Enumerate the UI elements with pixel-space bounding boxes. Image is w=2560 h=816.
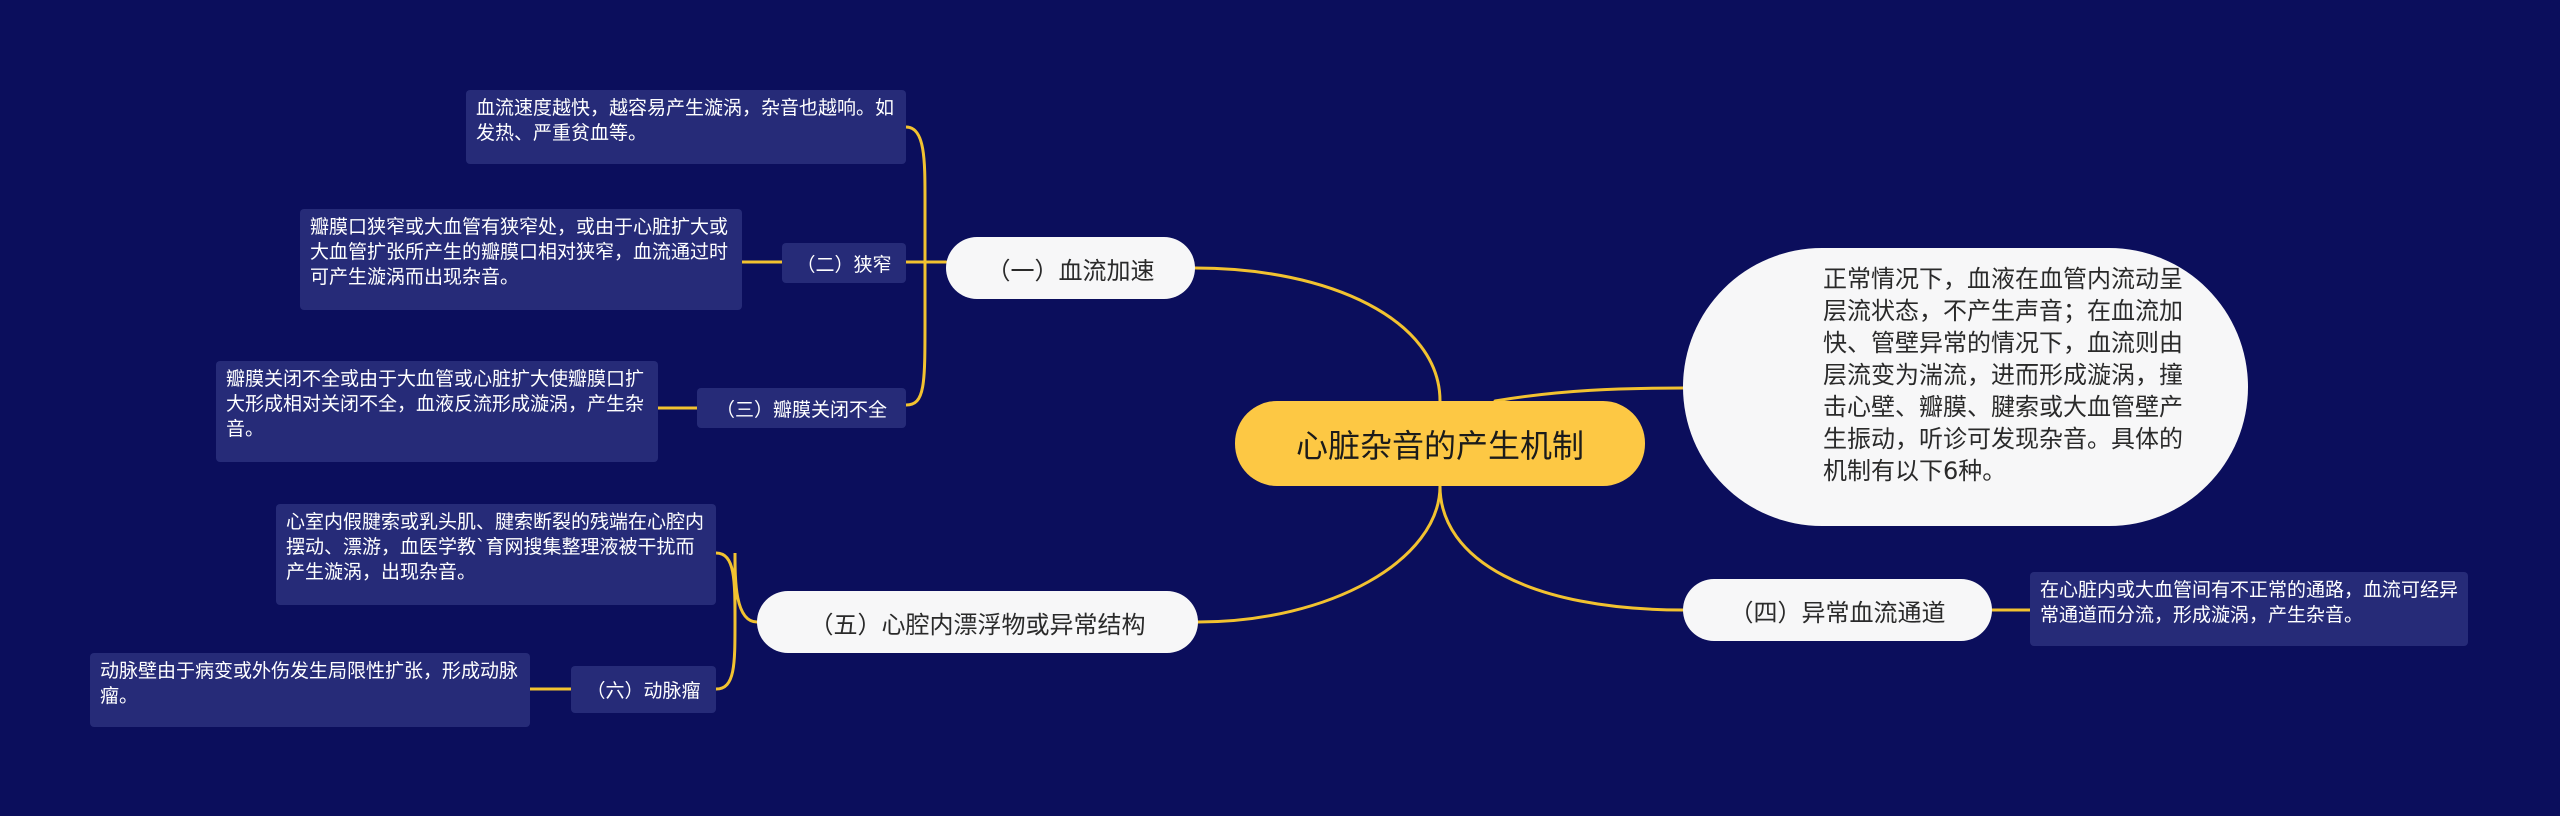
desc-abnormal-flow-channel[interactable]: 在心脏内或大血管间有不正常的通路，血流可经异常通道而分流，形成漩涡，产生杂音。: [2030, 572, 2468, 646]
branch-floating-structures[interactable]: （五）心腔内漂浮物或异常结构: [757, 591, 1198, 653]
branch-valve-insufficiency[interactable]: （三）瓣膜关闭不全: [697, 388, 906, 428]
branch-blood-flow-acceleration[interactable]: （一）血流加速: [946, 237, 1195, 299]
link-root-b1: [1193, 266, 1442, 403]
link-root-intro: [1493, 386, 1685, 403]
desc-floating-structures[interactable]: 心室内假腱索或乳头肌、腱索断裂的残端在心腔内摆动、漂游，血医学教`育网搜集整理液…: [276, 504, 716, 605]
branch-stenosis[interactable]: （二）狭窄: [782, 243, 906, 283]
link-root-b4: [1438, 484, 1685, 612]
link-b5-bracket: [733, 552, 759, 624]
desc-stenosis[interactable]: 瓣膜口狭窄或大血管有狭窄处，或由于心脏扩大或大血管扩张所产生的瓣膜口相对狭窄，血…: [300, 209, 742, 310]
intro-node[interactable]: 正常情况下，血液在血管内流动呈层流状态，不产生声音；在血流加快、管壁异常的情况下…: [1683, 248, 2248, 526]
link-root-b5: [1196, 484, 1442, 624]
desc-aneurysm[interactable]: 动脉壁由于病变或外伤发生局限性扩张，形成动脉瘤。: [90, 653, 530, 727]
branch-aneurysm[interactable]: （六）动脉瘤: [571, 666, 716, 713]
link-bracket-b5desc: [714, 551, 737, 691]
desc-blood-flow-acceleration[interactable]: 血流速度越快，越容易产生漩涡，杂音也越响。如发热、严重贫血等。: [466, 90, 906, 164]
desc-valve-insufficiency[interactable]: 瓣膜关闭不全或由于大血管或心脏扩大使瓣膜口扩大形成相对关闭不全，血液反流形成漩涡…: [216, 361, 658, 462]
root-topic[interactable]: 心脏杂音的产生机制: [1235, 401, 1645, 486]
branch-abnormal-flow-channel[interactable]: （四）异常血流通道: [1683, 579, 1992, 641]
link-bracket-b1desc: [904, 125, 927, 407]
